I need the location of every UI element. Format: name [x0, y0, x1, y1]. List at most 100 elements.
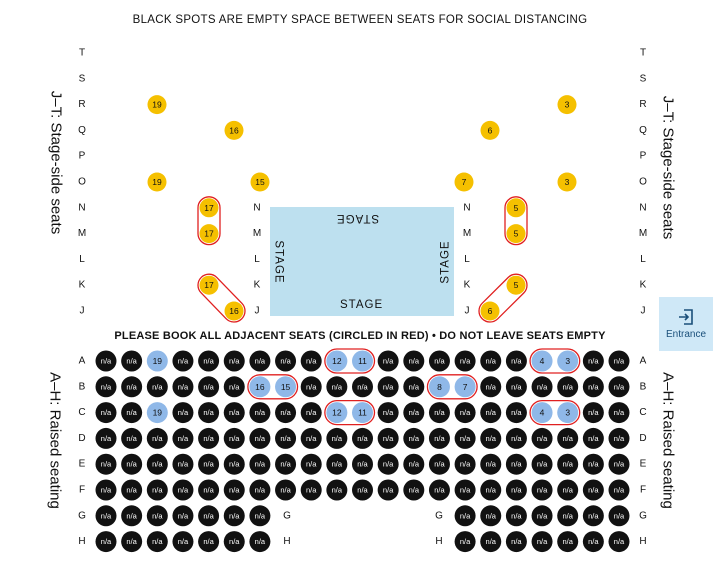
seat-na-label: n/a — [101, 537, 112, 546]
blocked-seat: n/a — [249, 505, 271, 527]
blocked-seat: n/a — [377, 350, 399, 372]
seat-marker — [454, 531, 476, 553]
seat-na-label: n/a — [229, 537, 240, 546]
seat-na-label: n/a — [306, 357, 317, 366]
seat-a4[interactable]: 4 — [531, 350, 553, 372]
blocked-seat: n/a — [454, 505, 476, 527]
seat-na-label: n/a — [152, 382, 163, 391]
seat-m5[interactable]: 5 — [506, 224, 526, 244]
row-label-f: F — [79, 485, 85, 496]
seat-number: 6 — [488, 125, 493, 135]
seat-na-label: n/a — [255, 511, 266, 520]
blocked-seat: n/a — [95, 531, 117, 553]
blocked-seat: n/a — [172, 531, 194, 553]
seat-a11[interactable]: 11 — [352, 350, 373, 372]
seat-marker — [582, 453, 604, 475]
seat-na-label: n/a — [357, 460, 368, 469]
seat-number: 4 — [540, 408, 545, 418]
seat-na-label: n/a — [101, 434, 112, 443]
seat-j16[interactable]: 16 — [224, 301, 244, 321]
seat-na-label: n/a — [357, 434, 368, 443]
blocked-seat: n/a — [377, 427, 399, 449]
seat-o7[interactable]: 7 — [454, 172, 474, 192]
seat-o15[interactable]: 15 — [250, 172, 270, 192]
seat-a3[interactable]: 3 — [557, 350, 579, 372]
seat-number: 8 — [437, 382, 442, 392]
seat-o19[interactable]: 19 — [147, 172, 167, 192]
blocked-seat: n/a — [146, 376, 168, 398]
seat-q6[interactable]: 6 — [480, 120, 500, 140]
seat-m17[interactable]: 17 — [199, 224, 219, 244]
seat-na-label: n/a — [383, 486, 394, 495]
seat-na-label: n/a — [152, 511, 163, 520]
seat-na-label: n/a — [614, 382, 625, 391]
seat-a12[interactable]: 12 — [326, 350, 348, 372]
seat-na-label: n/a — [178, 537, 189, 546]
entrance-button[interactable]: Entrance — [659, 297, 713, 351]
seat-k17[interactable]: 17 — [199, 275, 219, 295]
row-label-t: T — [79, 48, 85, 59]
blocked-seat: n/a — [582, 350, 604, 372]
seat-number: 12 — [332, 356, 342, 366]
seat-b7[interactable]: 7 — [454, 376, 476, 398]
seat-k5[interactable]: 5 — [506, 275, 526, 295]
seat-r3[interactable]: 3 — [557, 95, 577, 115]
seat-na-label: n/a — [203, 537, 214, 546]
seat-marker — [506, 224, 526, 244]
seat-marker — [275, 376, 297, 398]
seat-number: 4 — [540, 356, 545, 366]
seat-c3[interactable]: 3 — [557, 402, 579, 424]
seat-c4[interactable]: 4 — [531, 402, 553, 424]
seat-na-label: n/a — [280, 357, 291, 366]
seat-na-label: n/a — [280, 408, 291, 417]
seat-na-label: n/a — [383, 434, 394, 443]
seat-marker — [275, 427, 297, 449]
seat-c12[interactable]: 12 — [326, 402, 348, 424]
seat-c19[interactable]: 19 — [146, 402, 168, 424]
seat-c11[interactable]: 11 — [352, 402, 373, 424]
seat-n5[interactable]: 5 — [506, 198, 526, 218]
seat-marker — [403, 479, 425, 501]
blocked-seat: n/a — [582, 376, 604, 398]
seat-marker — [403, 402, 425, 424]
seat-o3[interactable]: 3 — [557, 172, 577, 192]
seat-na-label: n/a — [614, 408, 625, 417]
seat-j6[interactable]: 6 — [480, 301, 500, 321]
blocked-seat: n/a — [275, 402, 297, 424]
seat-number: 19 — [152, 100, 162, 110]
seat-q16[interactable]: 16 — [224, 120, 244, 140]
seat-b15[interactable]: 15 — [275, 376, 297, 398]
seat-marker — [608, 479, 630, 501]
row-label-m: M — [78, 228, 86, 239]
row-label-m: M — [639, 228, 647, 239]
blocked-seat: n/a — [121, 453, 143, 475]
seat-marker — [172, 453, 194, 475]
seat-number: 11 — [358, 408, 367, 418]
seat-marker — [377, 402, 399, 424]
seat-na-label: n/a — [126, 434, 137, 443]
seat-marker — [223, 376, 245, 398]
seat-number: 17 — [204, 229, 214, 239]
seat-b8[interactable]: 8 — [428, 376, 450, 398]
blocked-seat: n/a — [505, 531, 527, 553]
blocked-seat: n/a — [582, 479, 604, 501]
blocked-seat: n/a — [275, 427, 297, 449]
seat-b16[interactable]: 16 — [249, 376, 271, 398]
seat-marker — [146, 376, 168, 398]
seat-r19[interactable]: 19 — [147, 95, 167, 115]
seat-marker — [608, 531, 630, 553]
seat-marker — [480, 479, 502, 501]
blocked-seat: n/a — [531, 505, 553, 527]
seat-na-label: n/a — [511, 460, 522, 469]
row-label-inner-m: M — [463, 228, 471, 239]
seat-na-label: n/a — [280, 486, 291, 495]
seat-marker — [275, 479, 297, 501]
seat-na-label: n/a — [126, 486, 137, 495]
blocked-seat: n/a — [531, 531, 553, 553]
blocked-seat: n/a — [608, 427, 630, 449]
seat-marker — [352, 350, 373, 372]
seat-n17[interactable]: 17 — [199, 198, 219, 218]
seat-marker — [300, 402, 322, 424]
seat-a19[interactable]: 19 — [146, 350, 168, 372]
